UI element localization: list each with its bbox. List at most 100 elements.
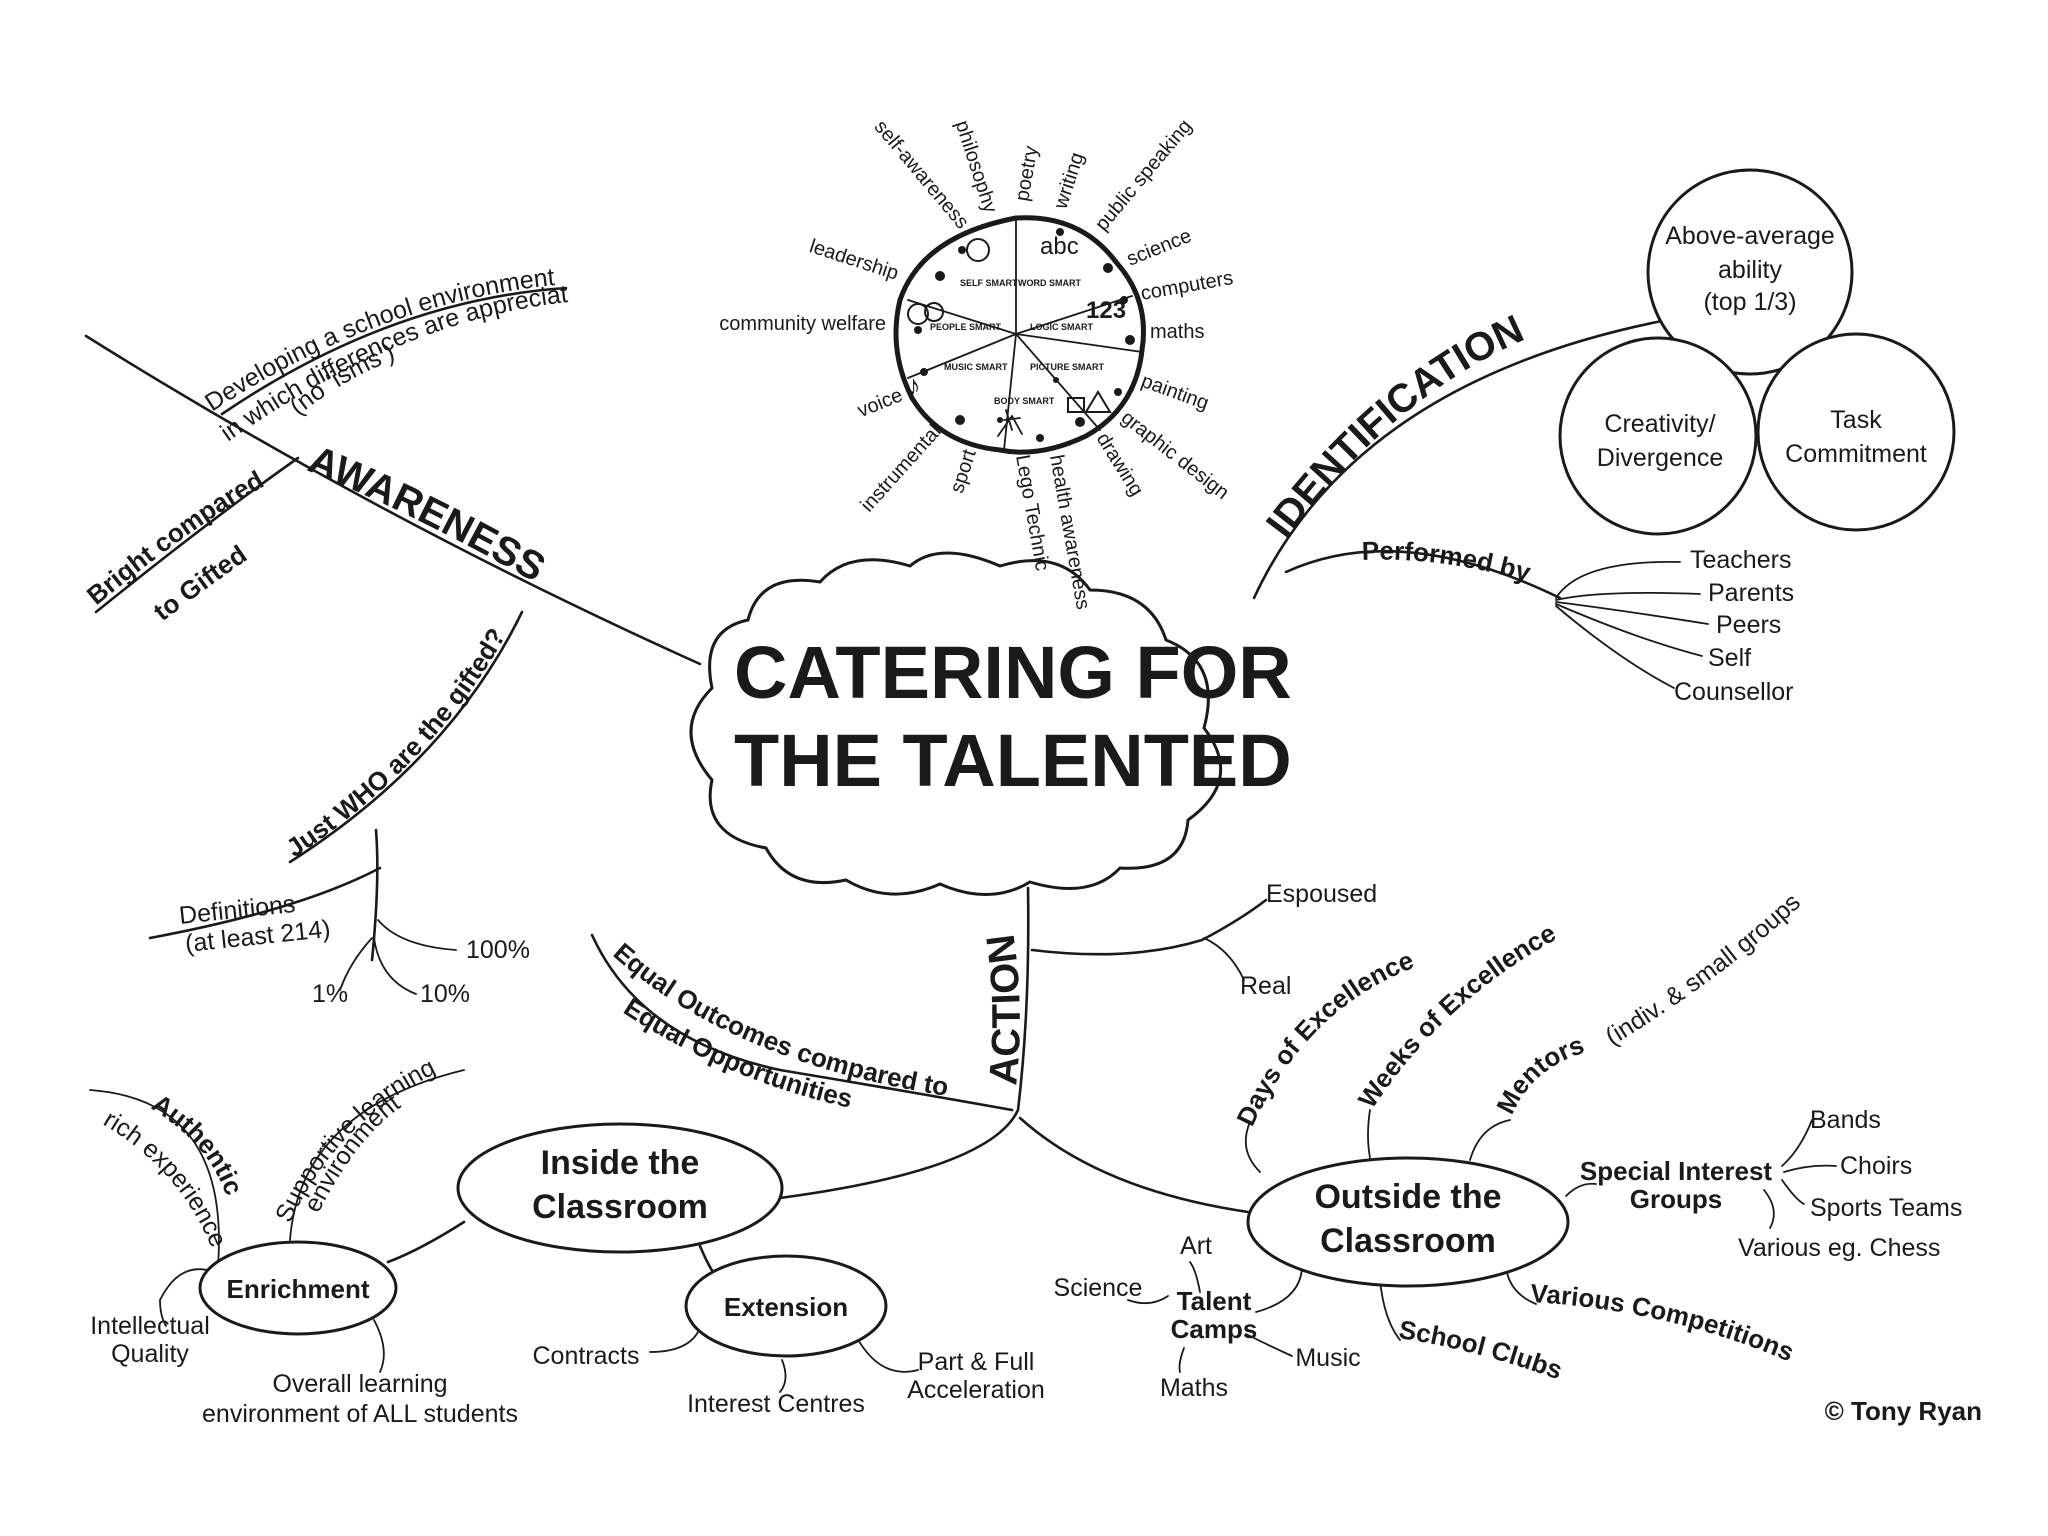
outside-connector [1018, 1116, 1250, 1214]
mi-maths: maths [1150, 321, 1204, 343]
camps-line-1: Talent [1177, 1286, 1252, 1316]
mi-voice: voice [854, 384, 906, 422]
definitions-underline [148, 866, 382, 940]
weeks-of-excellence: Weeks of Excellence [1352, 918, 1561, 1114]
outside-line-1: Outside the [1314, 1178, 1501, 1216]
inside-classroom-ellipse [456, 1122, 784, 1254]
ability-line-3: (top 1/3) [1703, 288, 1796, 316]
days-line [1244, 1121, 1261, 1173]
mi-lego-technic: Lego Technic [1011, 453, 1053, 573]
environment-line-2: in which differences are appreciated [0, 0, 569, 447]
environment-underline [220, 286, 568, 416]
special-line-2: Groups [1630, 1184, 1722, 1214]
contracts-line [649, 1327, 701, 1353]
mi-writing: writing [1050, 150, 1089, 213]
awareness-label: AWARENESS [302, 438, 552, 591]
interest-centres-label: Interest Centres [687, 1390, 865, 1418]
accel-line [855, 1335, 919, 1373]
identification-branch: IDENTIFICATION Above-average ability (to… [1258, 168, 1956, 706]
wheel-dots [914, 228, 1135, 442]
circle-creativity [1558, 336, 1758, 536]
seg-music: MUSIC SMART [944, 362, 1008, 372]
fan-parents [1555, 591, 1701, 601]
inside-line-2: Classroom [532, 1188, 708, 1226]
camp-art: Art [1180, 1232, 1212, 1260]
sports-line [1781, 1179, 1805, 1205]
intelligences-wheel: SELF SMART WORD SMART PEOPLE SMART LOGIC… [719, 115, 1235, 611]
title-line-2: THE TALENTED [734, 719, 1292, 802]
weeks-line [1367, 1109, 1371, 1159]
picture-triangle-icon [1084, 390, 1112, 413]
glyph-123: 123 [1086, 297, 1126, 324]
who-stem [370, 828, 379, 962]
inside-line-1: Inside the [541, 1144, 700, 1182]
pct-1: 1% [312, 980, 348, 1008]
intellectual-line-1: Intellectual [90, 1312, 210, 1340]
camp-science: Science [1054, 1274, 1143, 1302]
mi-instrumental: instrumental [856, 421, 945, 517]
awareness-main-line [84, 334, 702, 666]
interest-line [779, 1359, 787, 1393]
cloud-shape [689, 551, 1223, 896]
choirs-line [1783, 1164, 1837, 1173]
creativity-line-2: Divergence [1597, 444, 1723, 472]
person-teachers: Teachers [1690, 546, 1791, 574]
accel-line-2: Acceleration [907, 1376, 1045, 1404]
espoused-label: Espoused [1266, 880, 1377, 908]
person-parents: Parents [1708, 579, 1794, 607]
camps-line [1255, 1267, 1303, 1313]
music-line [1245, 1333, 1293, 1357]
action-label: ACTION [979, 932, 1029, 1087]
group-choirs: Choirs [1840, 1152, 1912, 1180]
mentors-label: Mentors [1490, 1029, 1587, 1118]
competitions-label: Various Competitions [1530, 1278, 1799, 1367]
person-peers: Peers [1716, 611, 1781, 639]
glyph-abc: abc [1040, 233, 1079, 260]
who-label: Just WHO are the gifted? [281, 623, 512, 863]
camps-line-2: Camps [1171, 1314, 1258, 1344]
contracts-label: Contracts [533, 1342, 640, 1370]
mi-leadership: leadership [807, 235, 902, 284]
circle-task [1756, 332, 1956, 532]
task-line-1: Task [1830, 406, 1882, 434]
espoused-line [1030, 898, 1268, 956]
picture-square-icon [1067, 397, 1085, 413]
central-cloud: CATERING FOR THE TALENTED [689, 551, 1292, 896]
intellectual-line-2: Quality [111, 1340, 189, 1368]
fan-teachers [1555, 561, 1681, 599]
inside-enrichment-line [386, 1220, 466, 1264]
extension-label: Extension [724, 1292, 848, 1322]
mi-community-welfare: community welfare [719, 313, 886, 335]
special-line-1: Special Interest [1580, 1156, 1773, 1186]
overall-line-1: Overall learning [272, 1370, 447, 1398]
performed-by-label: Performed by [1361, 535, 1534, 587]
identification-main-line [1252, 312, 1702, 600]
pct-1-line [339, 937, 373, 991]
school-clubs-label: School Clubs [1397, 1314, 1567, 1385]
real-line [1203, 937, 1245, 981]
enrichment-label: Enrichment [226, 1274, 369, 1304]
authentic-line-2: rich experiences [0, 0, 232, 1251]
real-label: Real [1240, 972, 1291, 1000]
mi-computers: computers [1139, 267, 1235, 305]
seg-logic: LOGIC SMART [1030, 322, 1093, 332]
enrichment-ellipse [198, 1240, 398, 1336]
who-underline [288, 610, 524, 864]
self-face-icon [966, 238, 990, 262]
people-face-icon-2 [924, 302, 944, 322]
camp-maths: Maths [1160, 1374, 1228, 1402]
seg-picture: PICTURE SMART [1030, 362, 1105, 372]
creativity-line-1: Creativity/ [1604, 410, 1715, 438]
music-note-icon: ♪ [906, 370, 921, 403]
pct-10-line [373, 937, 417, 995]
fan-peers [1555, 601, 1709, 625]
maths-line [1178, 1347, 1185, 1373]
clubs-line [1379, 1279, 1401, 1341]
accel-line-1: Part & Full [918, 1348, 1035, 1376]
fan-counsellor [1555, 605, 1675, 689]
performed-line [1284, 549, 1562, 600]
group-bands: Bands [1810, 1106, 1881, 1134]
seg-word: WORD SMART [1018, 278, 1081, 288]
